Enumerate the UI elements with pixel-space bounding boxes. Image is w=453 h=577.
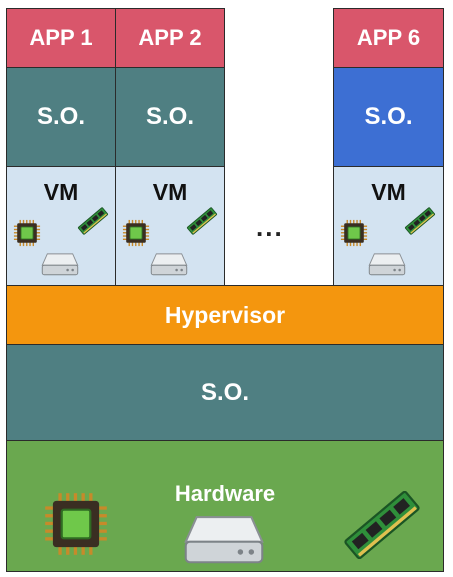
vm-2-label: VM (152, 179, 188, 205)
app-2-box: APP 2 (115, 8, 225, 68)
vm-6-box: VM (333, 166, 444, 286)
app-1-box: APP 1 (6, 8, 116, 68)
app-6-box: APP 6 (333, 8, 444, 68)
guest-os-6-box: S.O. (333, 67, 444, 167)
ram-module-icon (184, 207, 220, 235)
hardware-label: Hardware (174, 481, 276, 506)
ram-module-icon (75, 207, 111, 235)
vm-2-box: VM (115, 166, 225, 286)
hard-disk-icon (183, 511, 265, 567)
hard-disk-icon (41, 251, 79, 277)
cpu-chip-icon (340, 219, 368, 247)
hypervisor-label: Hypervisor (164, 301, 286, 328)
hard-disk-icon (368, 251, 406, 277)
guest-os-6-label: S.O. (364, 103, 413, 130)
host-os-label: S.O. (200, 378, 249, 406)
guest-os-2-box: S.O. (115, 67, 225, 167)
app-6-label: APP 6 (356, 25, 421, 50)
ellipsis: ... (256, 212, 284, 242)
app-1-label: APP 1 (29, 25, 93, 50)
vm-1-label: VM (43, 179, 79, 205)
hard-disk-icon (150, 251, 188, 277)
vm-6-label: VM (371, 179, 406, 205)
hardware-layer: Hardware (6, 440, 444, 572)
hypervisor-layer: Hypervisor (6, 285, 444, 345)
cpu-chip-icon (43, 491, 109, 557)
guest-os-1-label: S.O. (36, 103, 85, 130)
ram-module-icon (337, 491, 427, 559)
vm-1-box: VM (6, 166, 116, 286)
cpu-chip-icon (13, 219, 41, 247)
app-2-label: APP 2 (138, 25, 202, 50)
host-os-layer: S.O. (6, 344, 444, 441)
ram-module-icon (402, 207, 438, 235)
guest-os-1-box: S.O. (6, 67, 116, 167)
cpu-chip-icon (122, 219, 150, 247)
guest-os-2-label: S.O. (145, 103, 194, 130)
